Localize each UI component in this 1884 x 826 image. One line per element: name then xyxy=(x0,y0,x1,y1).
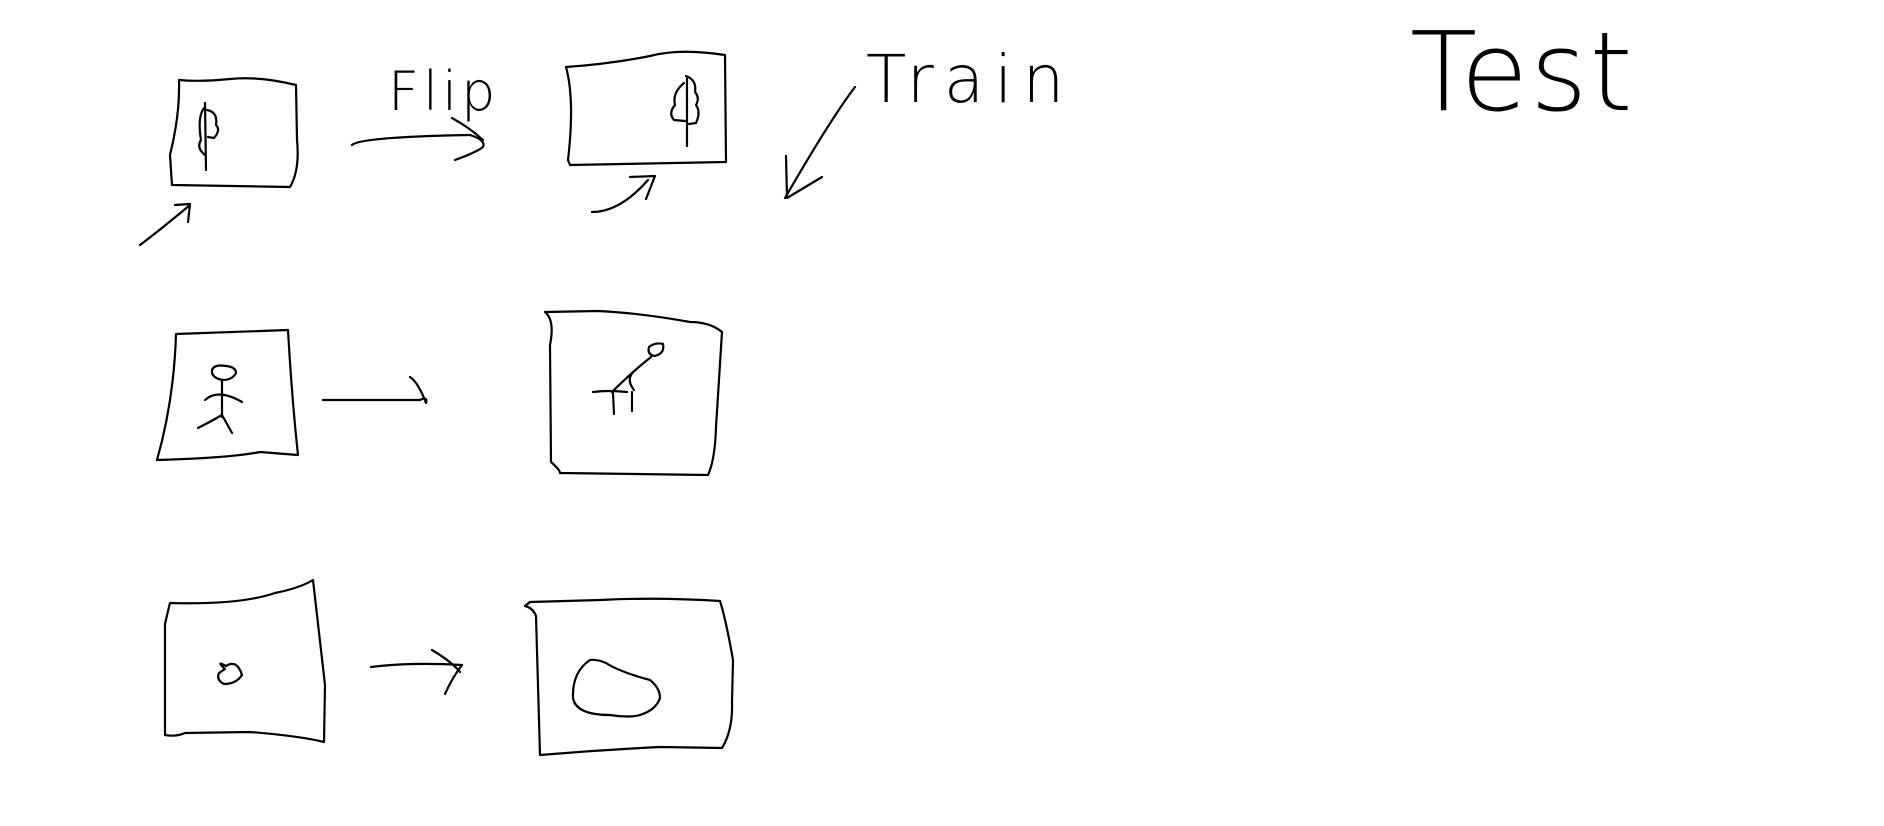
row-blob xyxy=(163,578,735,757)
row-tree: Flip xyxy=(138,50,728,247)
frame-figure-original xyxy=(155,328,300,462)
stick-figure-icon xyxy=(196,364,244,435)
small-blob-icon xyxy=(217,662,244,686)
test-label: Test xyxy=(1410,8,1635,136)
corner-arrow-icon-1 xyxy=(138,202,192,247)
frame-blob-small xyxy=(163,578,327,744)
flip-arrow-icon xyxy=(350,116,485,162)
scale-arrow-icon xyxy=(369,648,464,696)
large-blob-icon xyxy=(571,658,662,718)
row-stick-figure xyxy=(155,309,724,477)
train-label: Train xyxy=(866,41,1074,118)
train-arrow-icon xyxy=(783,85,857,200)
flip-label: Flip xyxy=(388,60,499,123)
frame-blob-large xyxy=(523,597,735,757)
frame-tree-original xyxy=(168,77,299,189)
tree-icon-flipped xyxy=(670,74,700,148)
frame-tree-flipped xyxy=(564,50,728,167)
corner-arrow-icon-2 xyxy=(590,174,657,214)
stick-figure-rotated-icon xyxy=(591,342,665,416)
tree-icon xyxy=(198,101,220,172)
frame-figure-rotated xyxy=(543,309,724,477)
rotate-arrow-icon xyxy=(321,375,428,405)
